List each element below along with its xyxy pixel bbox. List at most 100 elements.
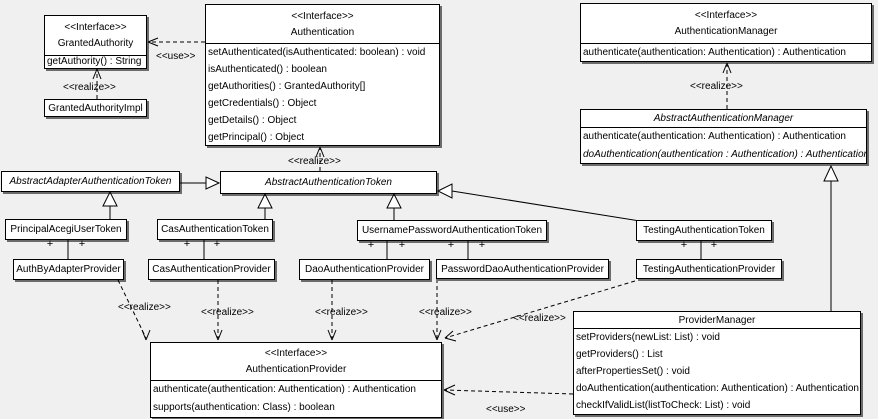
- plus-visibility-mark: +: [398, 239, 406, 251]
- method-row: getProviders() : List: [576, 349, 663, 360]
- method-row: doAuthentication(authentication: Authent…: [576, 383, 859, 394]
- plus-visibility-mark: +: [478, 239, 486, 251]
- open-arrowhead: [443, 384, 456, 391]
- plus-visibility-mark: +: [367, 239, 375, 251]
- class-title: ProviderManager: [574, 312, 860, 328]
- class-username-password-authentication-token: UsernamePasswordAuthenticationToken: [357, 220, 547, 241]
- class-name: CasAuthenticationProvider: [152, 264, 271, 275]
- open-arrowhead: [722, 62, 728, 74]
- open-arrowhead: [443, 389, 456, 396]
- class-cas-authentication-token: CasAuthenticationToken: [157, 219, 273, 240]
- gen-abstract-adapter-token-to-abstract-token: [180, 176, 221, 190]
- realize-label: <<realize>>: [513, 313, 566, 324]
- plus-visibility-mark: +: [680, 239, 688, 251]
- realize-label: <<realize>>: [419, 307, 472, 318]
- method-row: afterPropertiesSet() : void: [576, 366, 690, 377]
- method-row: doAuthentication(authentication : Authen…: [583, 149, 866, 160]
- class-name: UsernamePasswordAuthenticationToken: [361, 225, 543, 236]
- method-row: checkIfValidList(listToCheck: List) : vo…: [576, 400, 751, 411]
- class-title: AbstractAdapterAuthenticationToken: [2, 172, 179, 191]
- realize-auth-by-adapter-provider: [117, 279, 151, 341]
- class-title: <<Interface>>AuthenticationManager: [581, 4, 871, 43]
- class-name: ProviderManager: [678, 314, 756, 326]
- gen-principal-acegi-user-token: [102, 190, 118, 219]
- method-row: setProviders(newList: List) : void: [576, 332, 720, 343]
- gen-provider-manager-to-abstract-manager: [823, 164, 839, 311]
- method-row: getAuthority() : String: [47, 56, 142, 67]
- methods-compartment: setProviders(newList: List) : void getPro…: [574, 328, 860, 414]
- open-arrowhead: [147, 37, 159, 43]
- realize-label: <<realize>>: [63, 82, 116, 93]
- method-row: authenticate(authentication: Authenticat…: [583, 131, 846, 142]
- method-row: getCredentials() : Object: [208, 98, 317, 109]
- gen-testing-token-to-abstract-token: [436, 183, 641, 222]
- method-row: getAuthorities() : GrantedAuthority[]: [208, 81, 366, 92]
- class-auth-by-adapter-provider: AuthByAdapterProvider: [13, 259, 124, 280]
- class-authentication-provider: <<Interface>>AuthenticationProvider auth…: [150, 342, 442, 418]
- realize-testing-authentication-provider: [444, 280, 636, 342]
- generalization-arrowhead: [205, 176, 221, 190]
- methods-compartment: authenticate(authentication: Authenticat…: [581, 127, 866, 164]
- plus-visibility-mark: +: [183, 238, 191, 250]
- plus-visibility-mark: +: [213, 238, 221, 250]
- stereotype-label: <<Interface>>: [694, 10, 758, 21]
- open-arrowhead: [444, 337, 457, 342]
- method-row: getDetails() : Object: [208, 115, 297, 126]
- realize-cas-authentication-provider: [213, 280, 223, 341]
- open-arrowhead: [432, 329, 438, 341]
- class-title: PasswordDaoAuthenticationProvider: [437, 260, 608, 278]
- realize-granted-authority-impl: [92, 68, 102, 99]
- open-arrowhead: [147, 41, 159, 47]
- class-testing-authentication-token: TestingAuthenticationToken: [636, 220, 772, 241]
- stereotype-label: <<Interface>>: [291, 10, 354, 22]
- class-authentication-manager: <<Interface>>AuthenticationManager authe…: [580, 3, 872, 62]
- open-arrowhead: [96, 68, 102, 80]
- class-granted-authority-impl: GrantedAuthorityImpl: [44, 99, 147, 117]
- class-principal-acegi-user-token: PrincipalAcegiUserToken: [5, 219, 127, 240]
- class-title: AuthByAdapterProvider: [14, 260, 123, 279]
- use-label: <<use>>: [486, 404, 526, 415]
- plus-visibility-mark: +: [710, 239, 718, 251]
- open-arrowhead: [331, 329, 337, 341]
- method-row: setAuthenticated(isAuthenticated: boolea…: [208, 47, 426, 58]
- methods-compartment: setAuthenticated(isAuthenticated: boolea…: [206, 43, 439, 146]
- stereotype-label: <<Interface>>: [264, 348, 328, 359]
- class-title: TestingAuthenticationToken: [637, 221, 771, 240]
- methods-compartment: getAuthority() : String: [45, 55, 146, 68]
- realize-label: <<realize>>: [315, 307, 368, 318]
- class-abstract-authentication-manager: AbstractAuthenticationManager authentica…: [580, 109, 867, 164]
- realize-label: <<realize>>: [118, 302, 171, 313]
- open-arrowhead: [145, 329, 151, 341]
- generalization-arrowhead: [823, 164, 839, 182]
- class-name: PasswordDaoAuthenticationProvider: [441, 263, 604, 275]
- use-authentication-to-granted-authority: [147, 37, 205, 47]
- plus-visibility-mark: +: [46, 238, 54, 250]
- class-name: PrincipalAcegiUserToken: [10, 224, 122, 235]
- plus-visibility-mark: +: [78, 238, 86, 250]
- class-granted-authority: <<Interface>>GrantedAuthority getAuthori…: [44, 15, 147, 69]
- class-title: <<Interface>>Authentication: [206, 5, 439, 43]
- class-name: AuthenticationProvider: [245, 364, 347, 375]
- class-authentication: <<Interface>>Authentication setAuthentic…: [205, 4, 440, 146]
- class-title: TestingAuthenticationProvider: [637, 260, 781, 278]
- class-provider-manager: ProviderManager setProviders(newList: Li…: [573, 311, 861, 415]
- realize-password-dao-authentication-provider: [432, 279, 442, 341]
- class-name: DaoAuthenticationProvider: [305, 264, 424, 275]
- class-title: AbstractAuthenticationManager: [581, 110, 866, 127]
- open-arrowhead: [327, 329, 333, 341]
- class-testing-authentication-provider: TestingAuthenticationProvider: [636, 259, 782, 279]
- class-title: UsernamePasswordAuthenticationToken: [358, 221, 546, 240]
- realize-dao-authentication-provider: [327, 280, 337, 341]
- class-cas-authentication-provider: CasAuthenticationProvider: [148, 259, 275, 280]
- class-name: GrantedAuthorityImpl: [48, 102, 143, 114]
- class-title: CasAuthenticationToken: [158, 220, 272, 239]
- open-arrowhead: [726, 62, 732, 74]
- class-name: CasAuthenticationToken: [161, 224, 269, 235]
- class-title: <<Interface>>GrantedAuthority: [45, 16, 146, 55]
- method-row: authenticate(authentication: Authenticat…: [583, 47, 846, 58]
- realize-abstract-authentication-manager: [722, 62, 732, 109]
- class-title: DaoAuthenticationProvider: [300, 260, 429, 279]
- class-title: AbstractAuthenticationToken: [221, 172, 436, 193]
